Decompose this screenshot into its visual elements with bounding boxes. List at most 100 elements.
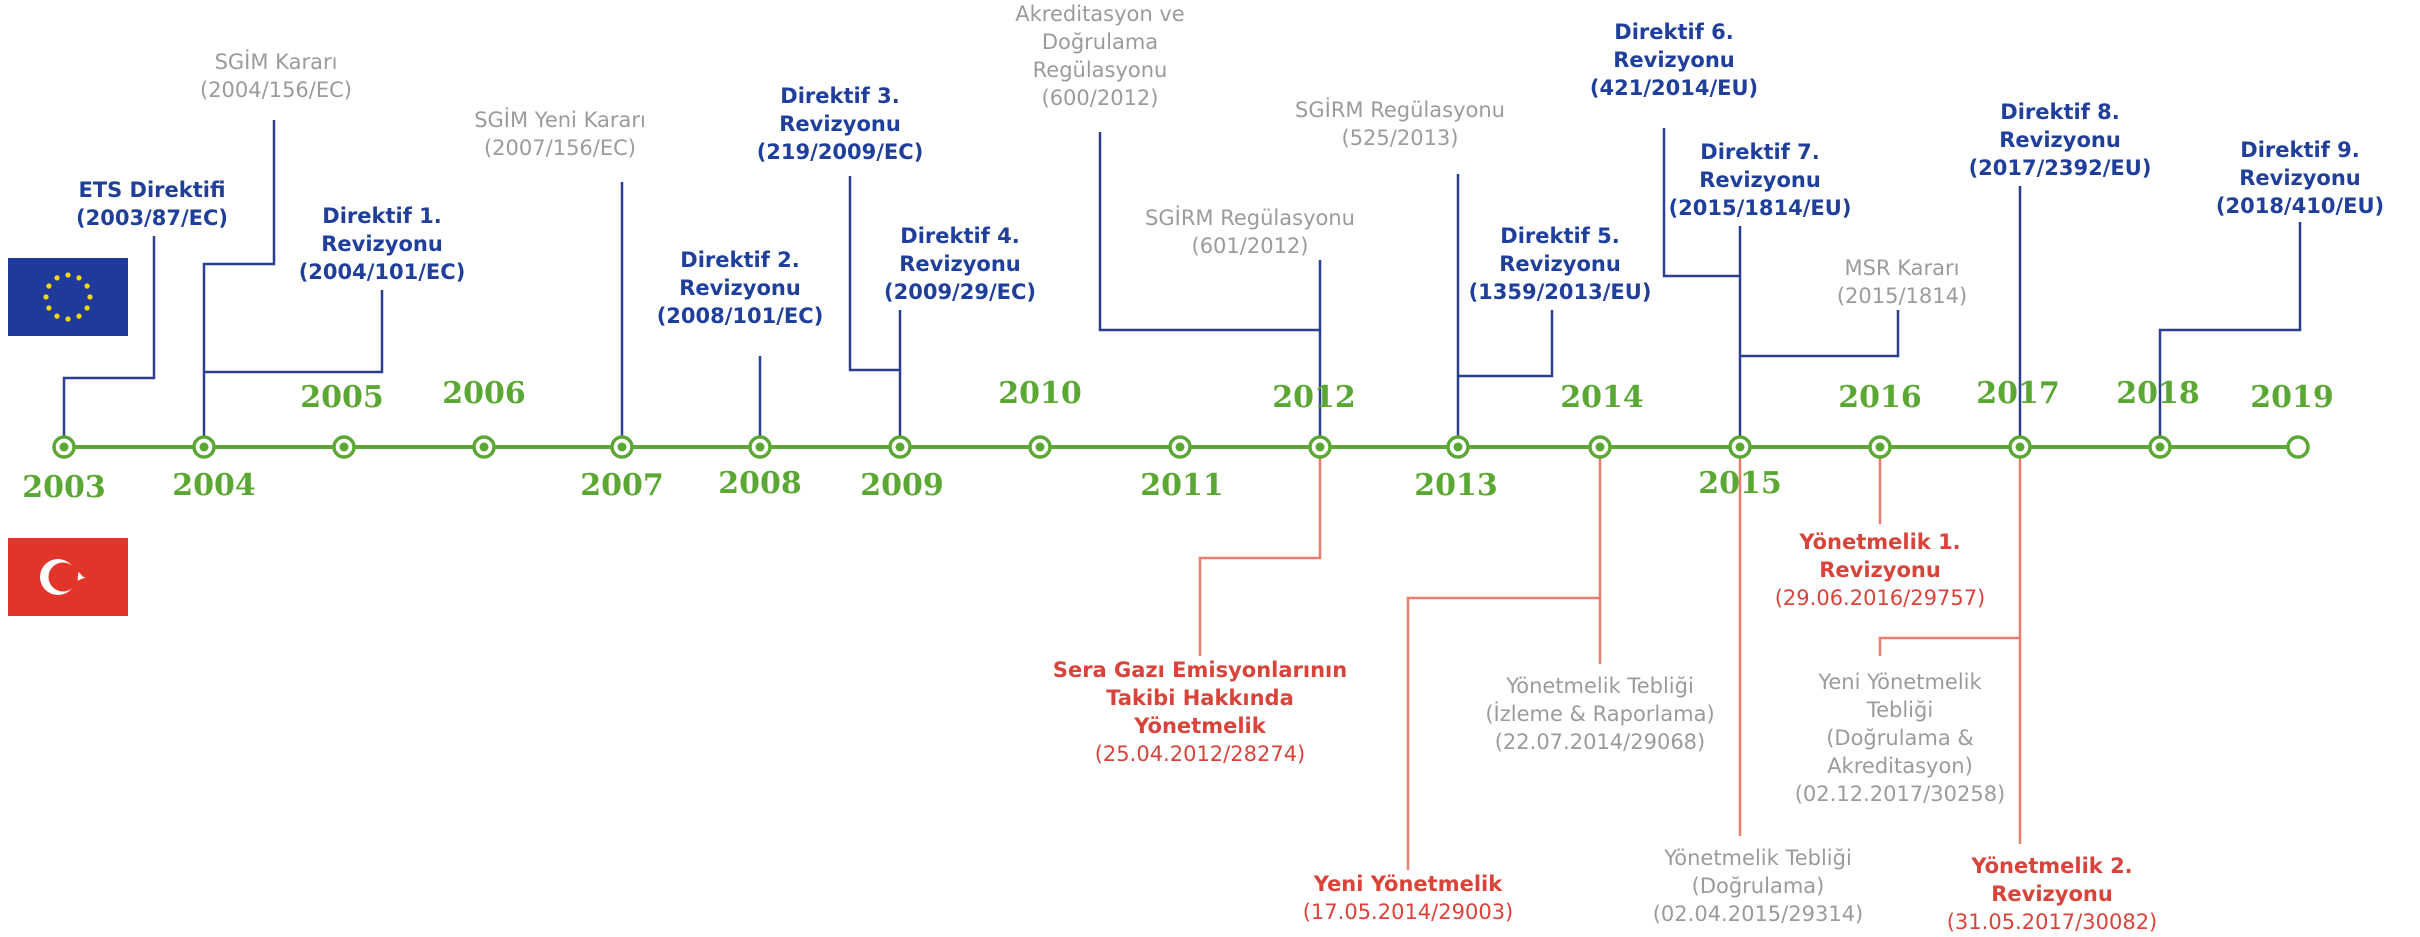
eu-event-directive-2: Direktif 2. Revizyonu (2008/101/EC) <box>657 246 824 330</box>
tr-event-line: Sera Gazı Emisyonlarının <box>1052 658 1348 682</box>
timeline-node-2004 <box>192 435 216 459</box>
year-label-2018: 2018 <box>2116 376 2200 411</box>
eu-event-line: Direktif 5. <box>1500 224 1620 248</box>
eu-event-line: Direktif 2. <box>680 248 800 272</box>
eu-event-line: Direktif 4. <box>900 224 1020 248</box>
eu-event-sgim-new-decision: SGİM Yeni Kararı (2007/156/EC) <box>474 106 646 162</box>
eu-event-msr-decision: MSR Kararı (2015/1814) <box>1837 254 1967 310</box>
connector-sgim-decision <box>202 120 276 447</box>
eu-star <box>84 283 90 289</box>
tr-event-line: Revizyonu <box>1991 882 2113 906</box>
eu-event-line: Revizyonu <box>2239 166 2361 190</box>
tr-event-line: Yönetmelik 1. <box>1799 530 1961 554</box>
eu-star <box>46 305 52 311</box>
tr-event-line: Yeni Yönetmelik <box>1313 872 1503 896</box>
timeline-node-2013 <box>1446 435 1470 459</box>
eu-event-directive-3: Direktif 3. Revizyonu (219/2009/EC) <box>757 82 924 166</box>
eu-star <box>87 294 93 300</box>
tr-event-line: Yönetmelik 2. <box>1971 854 2133 878</box>
eu-event-line: (2003/87/EC) <box>76 206 228 230</box>
timeline-node-2015 <box>1728 435 1752 459</box>
connector-new-regulation <box>1406 447 1602 870</box>
eu-event-line: (2017/2392/EU) <box>1968 156 2152 180</box>
connector-directive-1 <box>204 290 384 374</box>
eu-event-line: MSR Kararı <box>1844 256 1960 280</box>
eu-event-directive-7: Direktif 7. Revizyonu (2015/1814/EU) <box>1669 138 1852 222</box>
tr-event-line: (02.12.2017/30258) <box>1794 782 2006 806</box>
eu-event-sgirm-regulation-601: SGİRM Regülasyonu (601/2012) <box>1145 204 1355 260</box>
year-label-2012: 2012 <box>1272 380 1356 415</box>
eu-event-line: (2015/1814) <box>1836 284 1968 308</box>
tr-event-line: (İzleme & Raporlama) <box>1485 702 1715 726</box>
tr-event-line: (25.04.2012/28274) <box>1094 742 1306 766</box>
eu-event-directive-8: Direktif 8. Revizyonu (2017/2392/EU) <box>1969 98 2152 182</box>
connector-directive-9 <box>2158 222 2302 447</box>
timeline-node-2009 <box>888 435 912 459</box>
eu-event-line: (525/2013) <box>1341 126 1459 150</box>
eu-event-line: Doğrulama <box>1041 30 1159 54</box>
tr-event-line: Tebliği <box>1866 698 1934 722</box>
eu-event-line: Revizyonu <box>1499 252 1621 276</box>
tr-event-line: (17.05.2014/29003) <box>1302 900 1514 924</box>
eu-event-line: Direktif 9. <box>2240 138 2360 162</box>
year-label-2013: 2013 <box>1414 468 1498 503</box>
eu-event-line: (2008/101/EC) <box>656 304 824 328</box>
eu-event-line: (1359/2013/EU) <box>1468 280 1652 304</box>
year-label-2007: 2007 <box>580 468 664 503</box>
tr-event-line: Yönetmelik Tebliği <box>1506 674 1694 698</box>
eu-star <box>43 294 49 300</box>
year-label-2008: 2008 <box>718 466 802 501</box>
tr-event-ghg-monitoring-regulation: Sera Gazı Emisyonlarının Takibi Hakkında… <box>1053 656 1347 768</box>
year-label-2003: 2003 <box>22 470 106 505</box>
year-label-2009: 2009 <box>860 468 944 503</box>
eu-event-line: Direktif 6. <box>1614 20 1734 44</box>
timeline-node-2006 <box>472 435 496 459</box>
timeline-node-2014 <box>1588 435 1612 459</box>
tr-event-line: (31.05.2017/30082) <box>1946 910 2158 934</box>
eu-event-line: Revizyonu <box>1613 48 1735 72</box>
eu-event-line: Revizyonu <box>679 276 801 300</box>
connector-directive-6 <box>1662 128 1742 447</box>
connector-accreditation-regulation <box>1098 132 1322 447</box>
eu-event-line: Direktif 8. <box>2000 100 2120 124</box>
connector-directive-5 <box>1458 310 1554 378</box>
eu-event-accreditation-regulation: Akreditasyon ve Doğrulama Regülasyonu (6… <box>1015 0 1184 112</box>
year-label-2010: 2010 <box>998 376 1082 411</box>
eu-star <box>84 305 90 311</box>
eu-event-line: Revizyonu <box>779 112 901 136</box>
eu-event-line: (219/2009/EC) <box>756 140 924 164</box>
timeline-node-2012 <box>1308 435 1332 459</box>
year-label-2015: 2015 <box>1698 466 1782 501</box>
connector-msr-decision <box>1740 310 1900 358</box>
tr-event-line: Revizyonu <box>1819 558 1941 582</box>
tr-event-line: Yönetmelik Tebliği <box>1664 846 1852 870</box>
tr-event-line: Akreditasyon) <box>1827 754 1973 778</box>
eu-event-line: Direktif 1. <box>322 204 442 228</box>
eu-event-directive-6: Direktif 6. Revizyonu (421/2014/EU) <box>1590 18 1758 102</box>
timeline-node-2019 <box>2286 435 2310 459</box>
eu-event-line: Direktif 3. <box>780 84 900 108</box>
connector-ghg-monitoring-regulation <box>1198 447 1322 656</box>
connector-directive-3 <box>848 176 902 447</box>
year-label-2004: 2004 <box>172 468 256 503</box>
eu-event-directive-9: Direktif 9. Revizyonu (2018/410/EU) <box>2216 136 2384 220</box>
turkey-flag-icon <box>8 538 128 616</box>
year-label-2019: 2019 <box>2250 380 2334 415</box>
eu-flag-icon <box>8 258 128 336</box>
eu-event-line: Revizyonu <box>899 252 1021 276</box>
tr-event-line: (Doğrulama) <box>1691 874 1825 898</box>
eu-star <box>65 316 71 322</box>
eu-event-line: (421/2014/EU) <box>1589 76 1759 100</box>
tr-event-regulation-revision-1: Yönetmelik 1. Revizyonu (29.06.2016/2975… <box>1775 528 1986 612</box>
eu-event-sgim-decision: SGİM Kararı (2004/156/EC) <box>200 48 352 104</box>
tr-event-line: (29.06.2016/29757) <box>1774 586 1986 610</box>
connector-ets-directive <box>62 236 156 447</box>
eu-event-line: Direktif 7. <box>1700 140 1820 164</box>
timeline-node-2005 <box>332 435 356 459</box>
timeline-node-2016 <box>1868 435 1892 459</box>
eu-star <box>76 275 82 281</box>
tr-event-communique-accreditation: Yeni Yönetmelik Tebliği (Doğrulama & Akr… <box>1795 668 2006 808</box>
eu-event-line: (2015/1814/EU) <box>1668 196 1852 220</box>
eu-event-line: (2004/101/EC) <box>298 260 466 284</box>
